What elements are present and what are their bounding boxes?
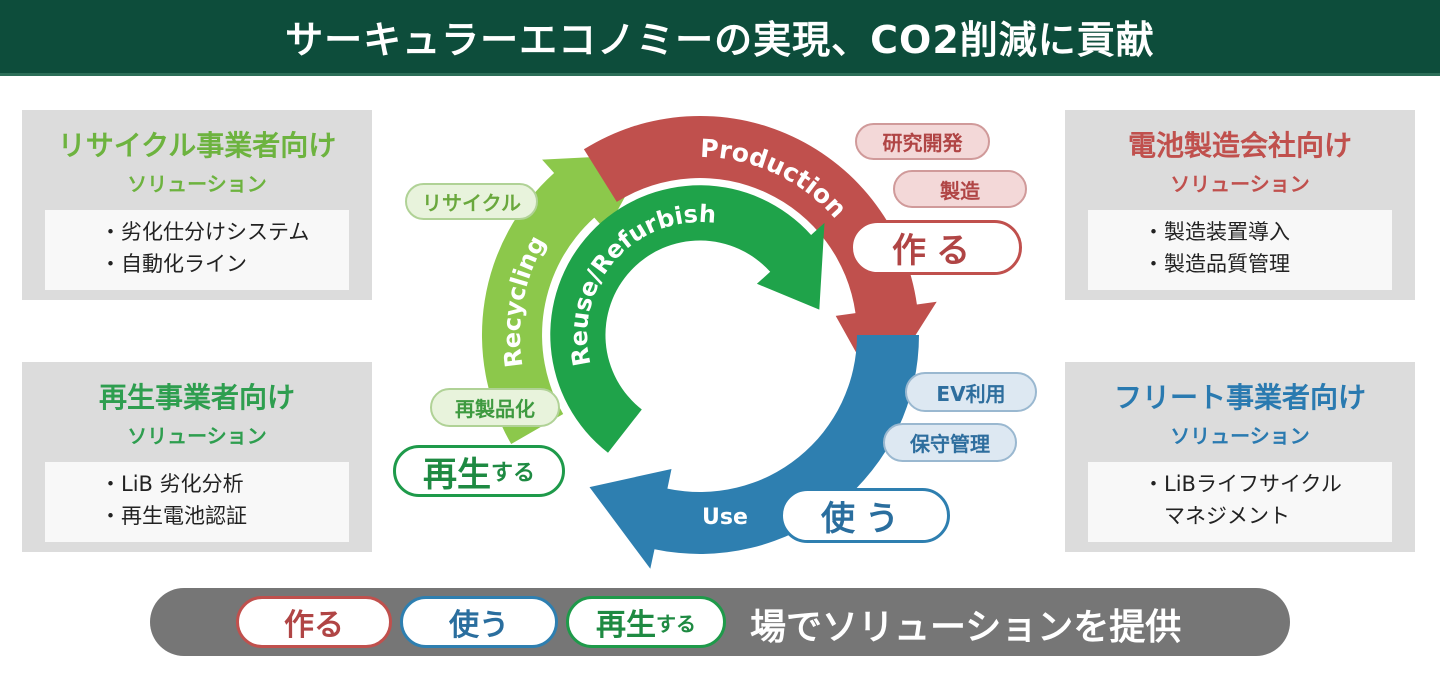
footer-make: 作る — [236, 596, 392, 648]
tag-recycle: リサイクル — [405, 183, 538, 220]
card-item: ・LiBライフサイクル — [1143, 472, 1342, 496]
card-battery-maker: 電池製造会社向け ソリューション ・製造装置導入・製造品質管理 — [1065, 110, 1415, 300]
footer-use: 使う — [400, 596, 558, 648]
card-item: ・LiB 劣化分析 — [100, 472, 244, 496]
card-item: ・劣化仕分けシステム — [100, 220, 310, 244]
tag-maintenance: 保守管理 — [883, 423, 1017, 462]
header-bar: サーキュラーエコノミーの実現、CO2削減に貢献 — [0, 0, 1440, 76]
card-subtitle: ソリューション — [1170, 424, 1310, 448]
card-item: マネジメント — [1143, 504, 1290, 528]
card-items: ・LiB 劣化分析・再生電池認証 — [45, 462, 349, 542]
reuse-arrow — [550, 185, 825, 453]
reuse-label: Reuse/Refurbish — [565, 200, 717, 368]
tag-regenerate: 再生する — [393, 445, 565, 497]
footer-text: 場でソリューションを提供 — [750, 607, 1182, 648]
footer-regenerate-suffix: する — [656, 611, 696, 636]
footer-regenerate-main: 再生 — [596, 608, 656, 643]
tag-manufacturing: 製造 — [893, 170, 1027, 208]
use-label: Use — [702, 505, 748, 530]
card-item: ・製造装置導入 — [1143, 220, 1290, 244]
card-items: ・劣化仕分けシステム・自動化ライン — [45, 210, 349, 290]
tag-make: 作る — [850, 220, 1022, 275]
card-subtitle: ソリューション — [127, 424, 267, 448]
production-arrow — [583, 115, 937, 394]
use-arrow — [589, 335, 919, 569]
card-title: 再生事業者向け — [98, 381, 295, 414]
card-item: ・再生電池認証 — [100, 504, 247, 528]
footer-bar: 作る 使う 再生する 場でソリューションを提供 — [150, 588, 1290, 656]
card-subtitle: ソリューション — [1170, 172, 1310, 196]
card-regeneration: 再生事業者向け ソリューション ・LiB 劣化分析・再生電池認証 — [22, 362, 372, 552]
footer-regenerate: 再生する — [566, 596, 726, 648]
tag-remanufacture: 再製品化 — [430, 388, 560, 427]
card-items: ・製造装置導入・製造品質管理 — [1088, 210, 1392, 290]
page-title: サーキュラーエコノミーの実現、CO2削減に貢献 — [285, 18, 1155, 62]
card-subtitle: ソリューション — [127, 172, 267, 196]
tag-regenerate-main: 再生 — [422, 454, 491, 495]
tag-use: 使う — [780, 488, 950, 543]
tag-ev-use: EV利用 — [905, 372, 1037, 412]
card-item: ・製造品質管理 — [1143, 252, 1290, 276]
card-title: 電池製造会社向け — [1127, 129, 1352, 162]
card-title: リサイクル事業者向け — [57, 129, 337, 162]
card-fleet: フリート事業者向け ソリューション ・LiBライフサイクル マネジメント — [1065, 362, 1415, 552]
card-recycling: リサイクル事業者向け ソリューション ・劣化仕分けシステム・自動化ライン — [22, 110, 372, 300]
card-item: ・自動化ライン — [100, 252, 247, 276]
card-items: ・LiBライフサイクル マネジメント — [1088, 462, 1392, 542]
card-title: フリート事業者向け — [1113, 381, 1366, 414]
tag-regenerate-suffix: する — [490, 461, 535, 486]
tag-rd: 研究開発 — [855, 123, 990, 160]
